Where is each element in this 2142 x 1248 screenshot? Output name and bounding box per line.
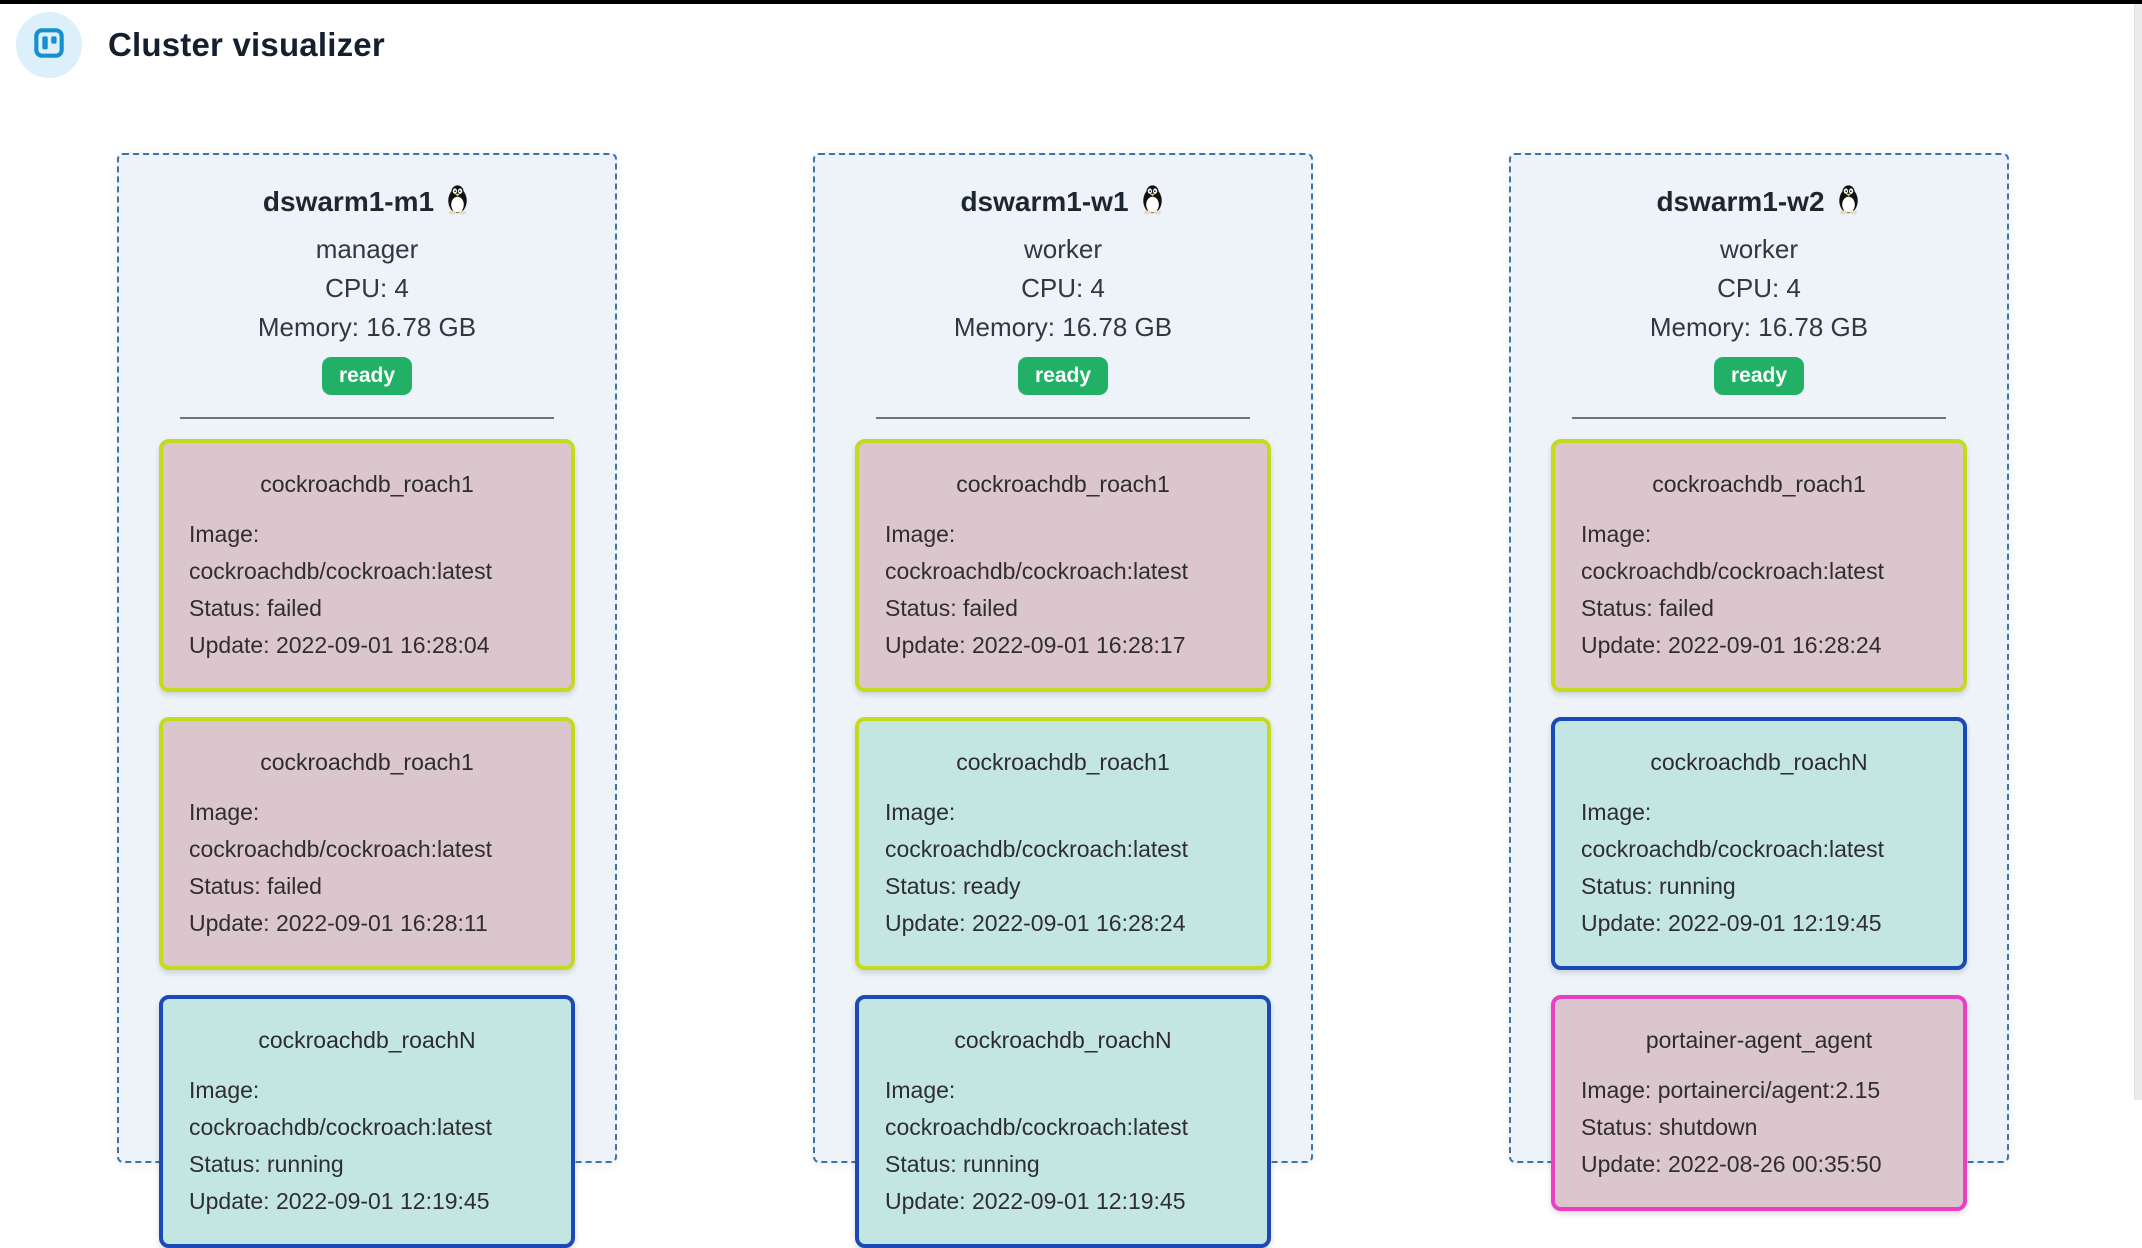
task-card: cockroachdb_roach1 Image: cockroachdb/co… [855,439,1271,692]
task-update: Update: 2022-09-01 16:28:17 [885,632,1186,658]
node-role: manager [315,234,419,264]
node-memory: Memory: 16.78 GB [1649,312,1869,342]
board-icon [30,24,68,67]
node-cpu: CPU: 4 [1717,273,1801,303]
node-header: dswarm1-w2 worker [1551,183,1967,395]
node-role: worker [1719,234,1798,264]
node-name: dswarm1-w1 [960,185,1129,217]
task-name: cockroachdb_roachN [1650,749,1868,775]
task-card: cockroachdb_roach1 Image: cockroachdb/co… [1551,439,1967,692]
task-list: cockroachdb_roach1 Image: cockroachdb/co… [855,439,1271,1248]
task-status: Status: failed [189,595,322,621]
task-status: Status: running [189,1151,344,1177]
task-update: Update: 2022-08-26 00:35:50 [1581,1151,1882,1177]
task-update: Update: 2022-09-01 16:28:11 [189,910,488,936]
task-name: cockroachdb_roach1 [1652,471,1866,497]
task-update: Update: 2022-09-01 16:28:24 [885,910,1186,936]
node-header: dswarm1-m1 manage [159,183,575,395]
task-list: cockroachdb_roach1 Image: cockroachdb/co… [159,439,575,1248]
task-card: cockroachdb_roach1 Image: cockroachdb/co… [159,717,575,970]
task-status: Status: failed [189,873,322,899]
task-image: Image: cockroachdb/cockroach:latest [885,1077,1188,1140]
node-status-badge: ready [1713,357,1805,395]
node-card-dswarm1-m1: dswarm1-m1 manage [117,153,617,1248]
node-name: dswarm1-m1 [262,185,435,217]
linux-tux-icon [444,183,471,220]
task-name: cockroachdb_roach1 [260,749,474,775]
task-list: cockroachdb_roach1 Image: cockroachdb/co… [1551,439,1967,1211]
linux-tux-icon [1139,183,1166,220]
node-header: dswarm1-w1 worker [855,183,1271,395]
task-card: cockroachdb_roach1 Image: cockroachdb/co… [159,439,575,692]
node-cpu: CPU: 4 [325,273,409,303]
task-name: cockroachdb_roachN [258,1027,476,1053]
task-status: Status: running [885,1151,1040,1177]
task-status: Status: running [1581,873,1736,899]
task-name: cockroachdb_roach1 [956,471,1170,497]
node-memory: Memory: 16.78 GB [953,312,1173,342]
cluster-visualizer-canvas: dswarm1-m1 manage [117,153,2009,1248]
task-card: cockroachdb_roachN Image: cockroachdb/co… [1551,717,1967,970]
task-status: Status: shutdown [1581,1114,1758,1140]
task-image: Image: cockroachdb/cockroach:latest [189,799,492,862]
window-top-edge [0,0,2142,4]
task-card: cockroachdb_roach1 Image: cockroachdb/co… [855,717,1271,970]
node-separator [1571,417,1947,419]
task-card: portainer-agent_agent Image: portainerci… [1551,995,1967,1211]
task-card: cockroachdb_roachN Image: cockroachdb/co… [855,995,1271,1248]
task-name: cockroachdb_roachN [954,1027,1172,1053]
node-status-badge: ready [1017,357,1109,395]
node-card-dswarm1-w2: dswarm1-w2 worker [1509,153,2009,1211]
node-memory: Memory: 16.78 GB [257,312,477,342]
page-title: Cluster visualizer [108,26,385,63]
app-icon-circle [16,12,82,78]
task-name: cockroachdb_roach1 [956,749,1170,775]
task-update: Update: 2022-09-01 12:19:45 [1581,910,1882,936]
node-separator [179,417,555,419]
task-update: Update: 2022-09-01 16:28:24 [1581,632,1882,658]
page-header: Cluster visualizer [16,12,385,78]
task-name: cockroachdb_roach1 [260,471,474,497]
task-card: cockroachdb_roachN Image: cockroachdb/co… [159,995,575,1248]
task-status: Status: failed [885,595,1018,621]
linux-tux-icon [1835,183,1862,220]
task-update: Update: 2022-09-01 16:28:04 [189,632,490,658]
task-image: Image: portainerci/agent:2.15 [1581,1077,1881,1103]
task-update: Update: 2022-09-01 12:19:45 [189,1188,490,1214]
node-separator [875,417,1251,419]
task-status: Status: ready [885,873,1021,899]
node-name: dswarm1-w2 [1656,185,1825,217]
node-card-dswarm1-w1: dswarm1-w1 worker [813,153,1313,1248]
node-cpu: CPU: 4 [1021,273,1105,303]
node-status-badge: ready [321,357,413,395]
task-update: Update: 2022-09-01 12:19:45 [885,1188,1186,1214]
vertical-scrollbar[interactable] [2134,4,2142,1100]
task-image: Image: cockroachdb/cockroach:latest [885,521,1188,584]
node-role: worker [1023,234,1102,264]
task-image: Image: cockroachdb/cockroach:latest [885,799,1188,862]
task-image: Image: cockroachdb/cockroach:latest [189,521,492,584]
task-image: Image: cockroachdb/cockroach:latest [1581,521,1884,584]
task-name: portainer-agent_agent [1645,1027,1873,1053]
task-image: Image: cockroachdb/cockroach:latest [189,1077,492,1140]
task-status: Status: failed [1581,595,1714,621]
task-image: Image: cockroachdb/cockroach:latest [1581,799,1884,862]
